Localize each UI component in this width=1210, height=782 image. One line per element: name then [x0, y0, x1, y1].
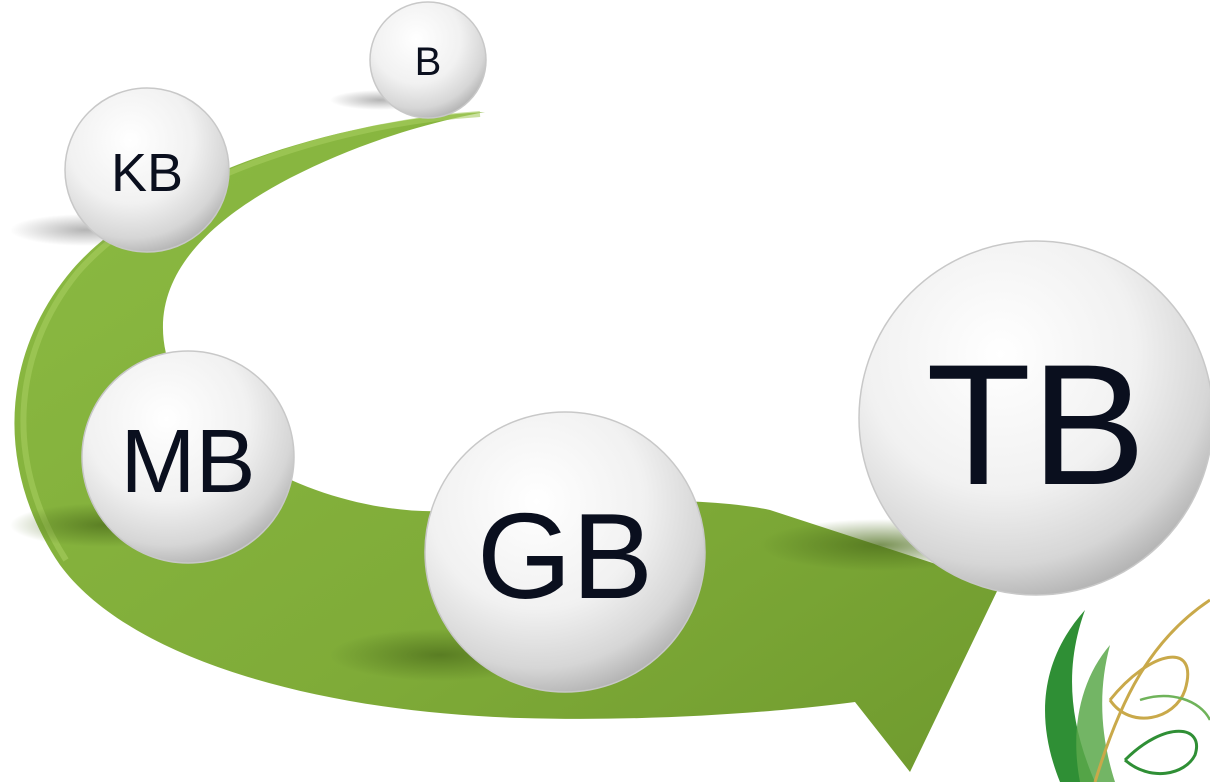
node-mb: MB: [81, 350, 295, 564]
node-b: B: [369, 1, 487, 119]
ball: [81, 350, 295, 564]
curved-arrow-highlight: [20, 111, 481, 562]
ball: [858, 240, 1210, 596]
curved-arrow: [14, 112, 1001, 772]
node-label-gb: GB: [477, 488, 653, 624]
node-kb: KB: [64, 87, 230, 253]
leaf-swirl-logo-icon: [1045, 598, 1210, 782]
node-label-kb: KB: [111, 143, 183, 203]
ball: [64, 87, 230, 253]
node-tb: TB: [858, 240, 1210, 596]
node-gb: GB: [424, 411, 706, 693]
node-label-mb: MB: [121, 412, 256, 512]
ball: [369, 1, 487, 119]
node-label-b: B: [415, 40, 442, 84]
ball: [424, 411, 706, 693]
node-label-tb: TB: [926, 329, 1146, 521]
